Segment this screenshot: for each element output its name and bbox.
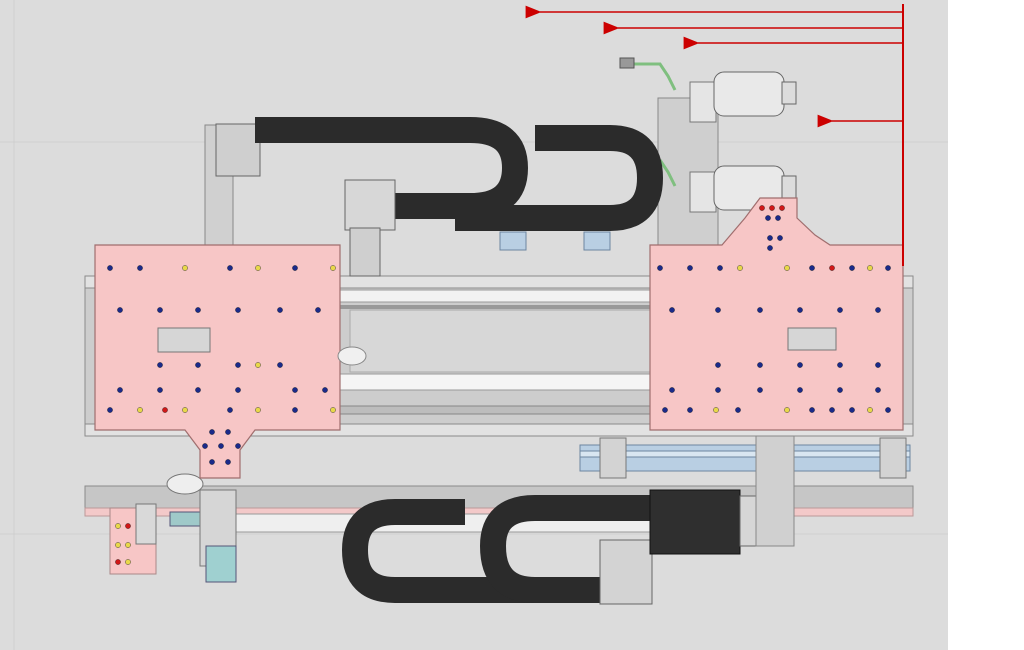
- mounting-hole: [157, 362, 163, 368]
- mounting-hole: [115, 542, 121, 548]
- mounting-hole: [829, 265, 835, 271]
- mounting-hole: [767, 235, 773, 241]
- mounting-hole: [209, 429, 215, 435]
- mounting-hole: [849, 265, 855, 271]
- mounting-hole: [182, 265, 188, 271]
- mounting-hole: [125, 523, 131, 529]
- mounting-hole: [195, 362, 201, 368]
- mounting-hole: [227, 265, 233, 271]
- mounting-hole: [162, 407, 168, 413]
- mounting-hole: [759, 205, 765, 211]
- mounting-hole: [775, 215, 781, 221]
- mounting-hole: [779, 205, 785, 211]
- mounting-hole: [849, 407, 855, 413]
- mounting-hole: [757, 387, 763, 393]
- mounting-hole: [277, 362, 283, 368]
- mounting-hole: [157, 387, 163, 393]
- mounting-hole: [797, 387, 803, 393]
- mounting-hole: [687, 265, 693, 271]
- mounting-hole: [777, 235, 783, 241]
- mounting-hole: [797, 307, 803, 313]
- cable-chain-upper: [204, 117, 664, 277]
- mounting-hole: [784, 407, 790, 413]
- mounting-hole: [137, 265, 143, 271]
- mounting-hole: [687, 407, 693, 413]
- mounting-hole: [235, 362, 241, 368]
- left-pink-plate: [94, 244, 367, 479]
- mounting-hole: [797, 362, 803, 368]
- mounting-hole: [157, 307, 163, 313]
- right-pink-plate: [649, 197, 904, 431]
- mounting-hole: [115, 523, 121, 529]
- cable-chain-lower: [341, 435, 795, 605]
- mounting-hole: [875, 362, 881, 368]
- mounting-hole: [292, 265, 298, 271]
- mounting-hole: [669, 307, 675, 313]
- mounting-hole: [315, 307, 321, 313]
- mounting-hole: [809, 407, 815, 413]
- mounting-hole: [227, 407, 233, 413]
- mounting-hole: [757, 362, 763, 368]
- mounting-hole: [713, 407, 719, 413]
- mounting-hole: [757, 307, 763, 313]
- mounting-hole: [875, 307, 881, 313]
- mounting-holes: [107, 205, 891, 565]
- mounting-hole: [202, 443, 208, 449]
- mounting-hole: [769, 205, 775, 211]
- mounting-hole: [277, 307, 283, 313]
- mounting-hole: [875, 387, 881, 393]
- mounting-hole: [218, 443, 224, 449]
- mounting-hole: [715, 387, 721, 393]
- mounting-hole: [235, 443, 241, 449]
- mounting-hole: [137, 407, 143, 413]
- mounting-hole: [195, 307, 201, 313]
- gripper-left: [109, 473, 237, 583]
- mounting-hole: [117, 307, 123, 313]
- mounting-hole: [292, 387, 298, 393]
- mounting-hole: [255, 265, 261, 271]
- annotation-arrows: [525, 4, 904, 266]
- mounting-hole: [715, 307, 721, 313]
- mounting-hole: [837, 307, 843, 313]
- mounting-hole: [107, 407, 113, 413]
- mounting-hole: [125, 542, 131, 548]
- mounting-hole: [735, 407, 741, 413]
- mounting-hole: [885, 407, 891, 413]
- mounting-hole: [715, 362, 721, 368]
- mounting-hole: [117, 387, 123, 393]
- mounting-hole: [182, 407, 188, 413]
- mounting-hole: [885, 265, 891, 271]
- mounting-hole: [767, 245, 773, 251]
- mounting-hole: [837, 387, 843, 393]
- mounting-hole: [235, 387, 241, 393]
- mounting-hole: [330, 265, 336, 271]
- mounting-hole: [292, 407, 298, 413]
- mounting-hole: [235, 307, 241, 313]
- mounting-hole: [867, 407, 873, 413]
- mounting-hole: [255, 407, 261, 413]
- mounting-hole: [669, 387, 675, 393]
- mounting-hole: [115, 559, 121, 565]
- mounting-hole: [322, 387, 328, 393]
- mounting-hole: [662, 407, 668, 413]
- mounting-hole: [867, 265, 873, 271]
- mounting-hole: [717, 265, 723, 271]
- mounting-hole: [125, 559, 131, 565]
- mounting-hole: [195, 387, 201, 393]
- mounting-hole: [657, 265, 663, 271]
- mounting-hole: [225, 429, 231, 435]
- mounting-hole: [209, 459, 215, 465]
- mounting-hole: [765, 215, 771, 221]
- mounting-hole: [837, 362, 843, 368]
- mounting-hole: [829, 407, 835, 413]
- mounting-hole: [255, 362, 261, 368]
- mounting-hole: [809, 265, 815, 271]
- mounting-hole: [737, 265, 743, 271]
- mounting-hole: [107, 265, 113, 271]
- mounting-hole: [330, 407, 336, 413]
- mounting-hole: [784, 265, 790, 271]
- mounting-hole: [225, 459, 231, 465]
